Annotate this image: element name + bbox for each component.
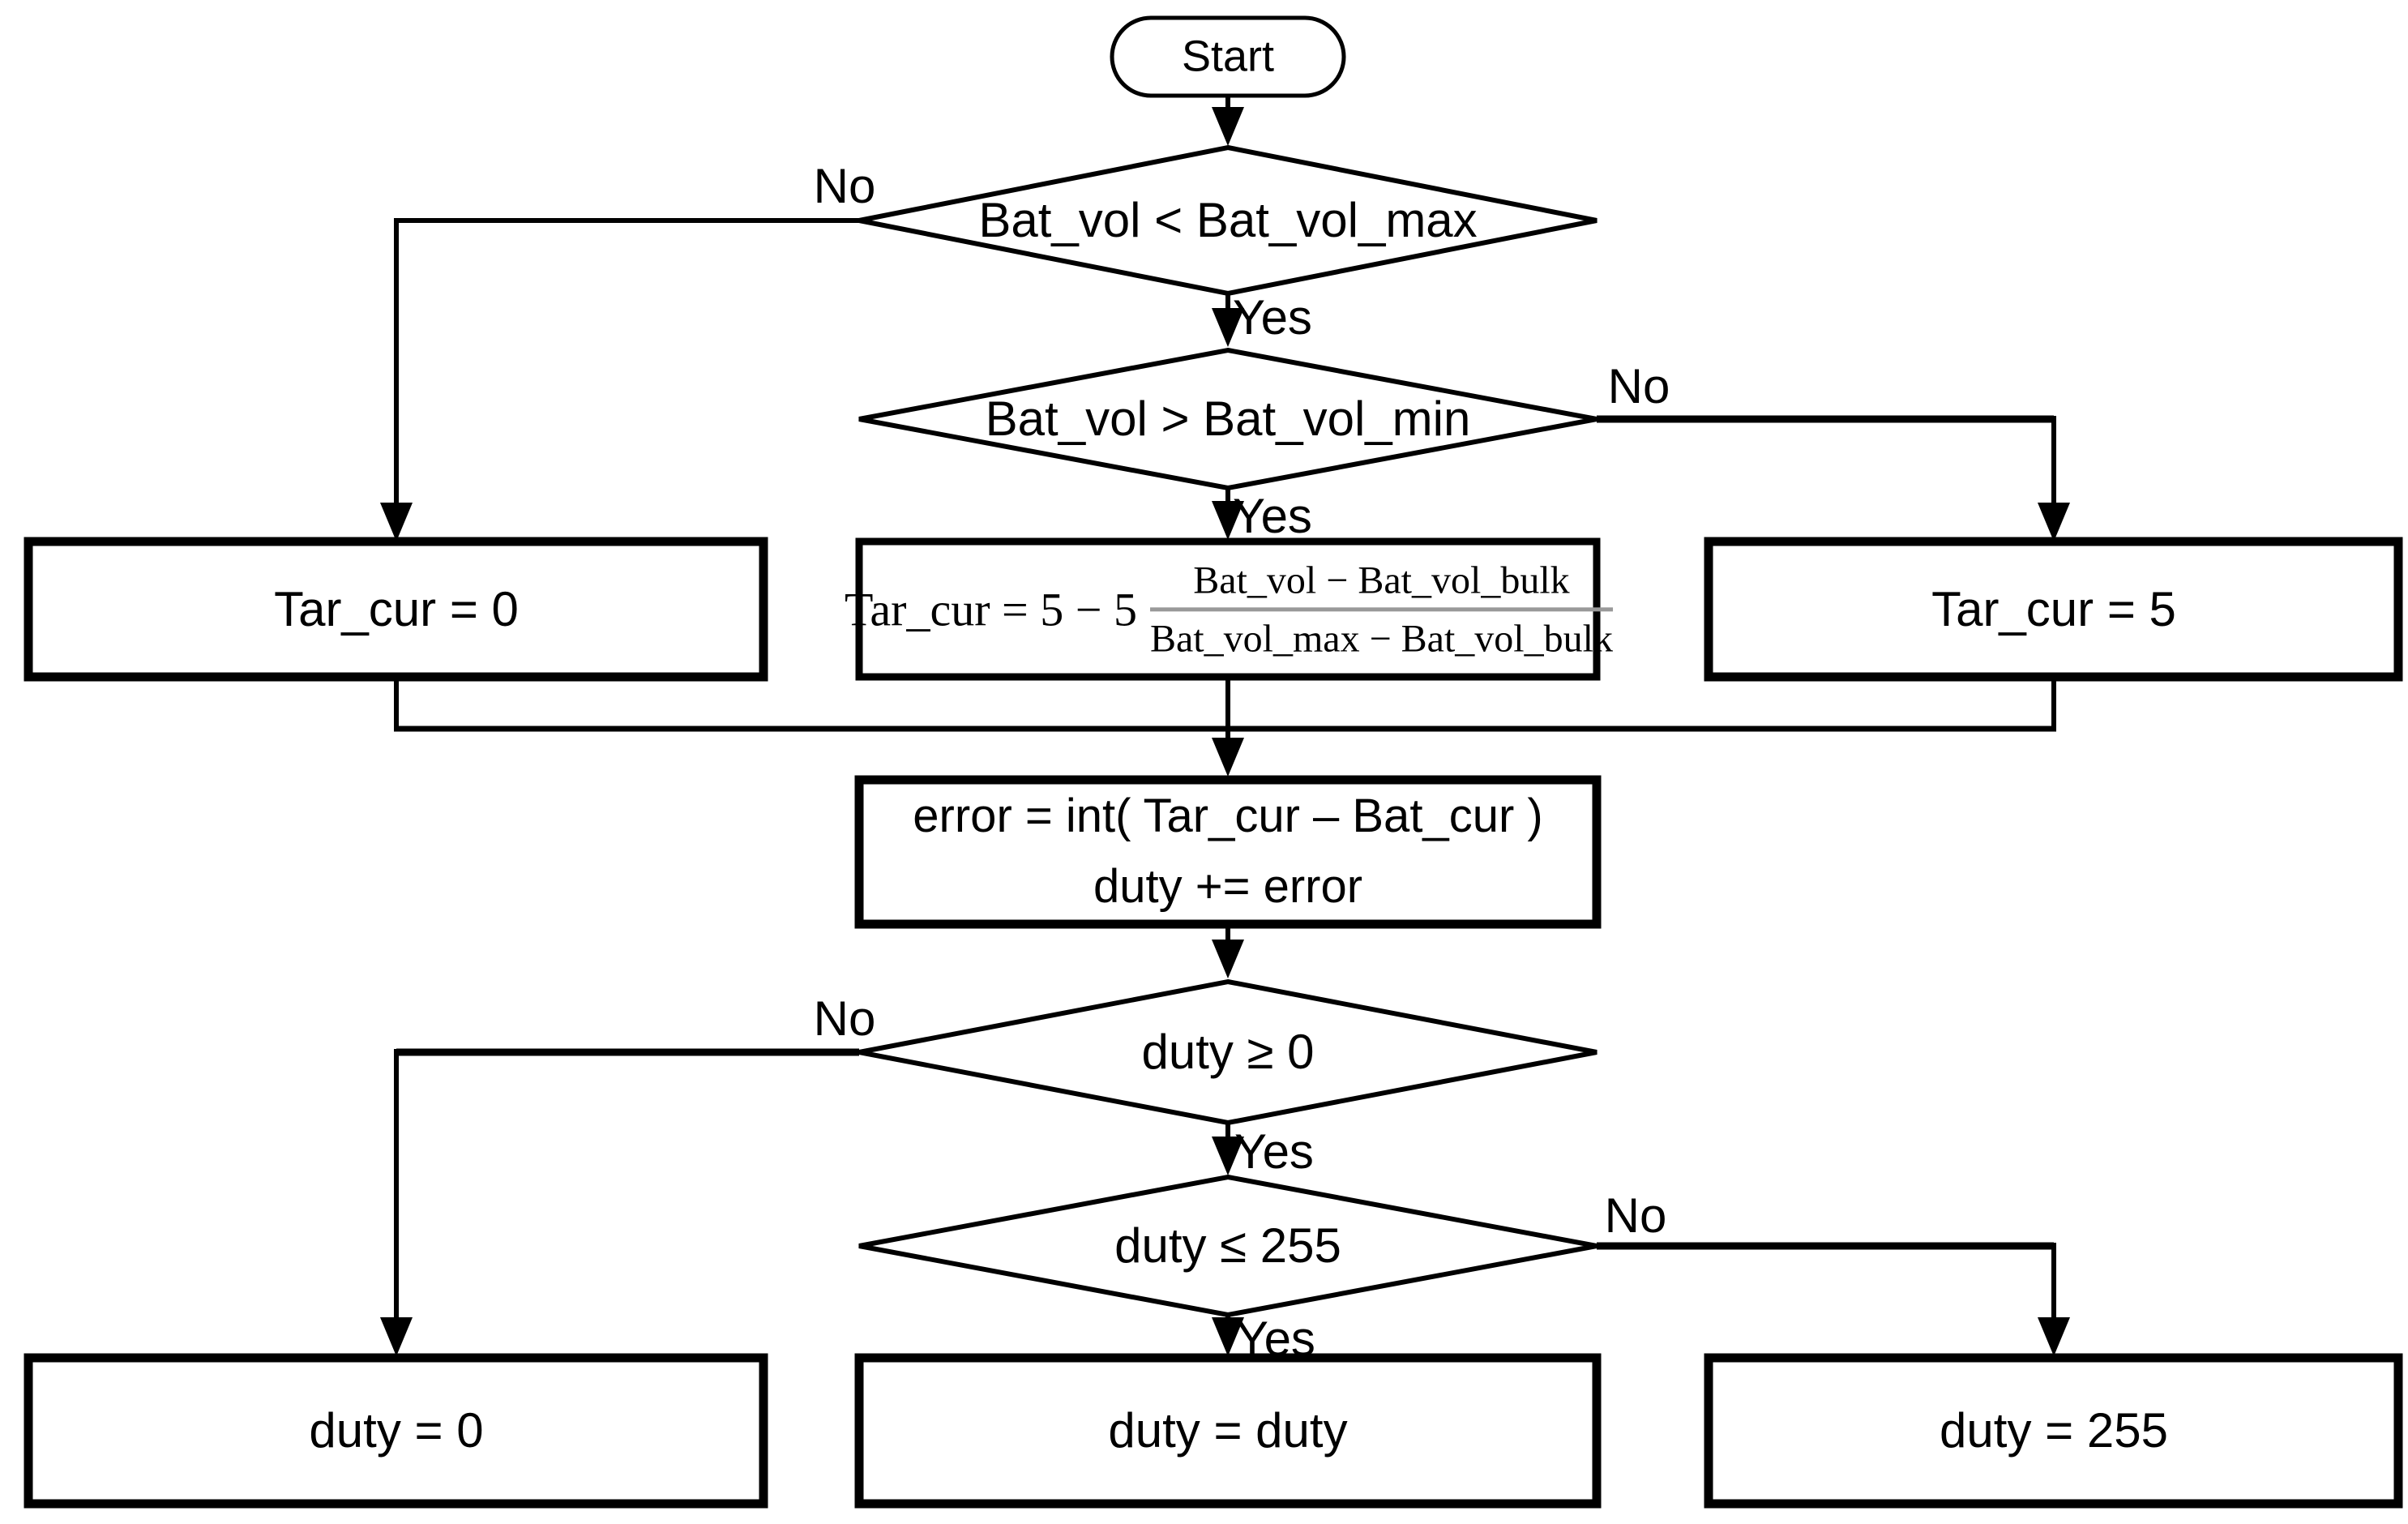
duty-max-label: duty = 255 <box>1940 1403 2168 1458</box>
arrowhead <box>2038 1317 2070 1356</box>
edge-label-d2-no: No <box>1607 359 1670 413</box>
error-update-label: error = int( Tar_cur – Bat_cur ) duty +=… <box>913 781 1542 922</box>
tar-cur-zero-label: Tar_cur = 0 <box>274 582 519 636</box>
start-node-label: Start <box>1181 32 1275 81</box>
tar-cur-five-shape <box>1704 537 2403 682</box>
formula-fraction: Bat_vol − Bat_vol_bulk Bat_vol_max − Bat… <box>1149 558 1613 661</box>
formula-numerator: Bat_vol − Bat_vol_bulk <box>1193 559 1570 602</box>
edge-label-d1-no: No <box>813 159 876 213</box>
duty-zero-label: duty = 0 <box>309 1403 484 1458</box>
edge-label-d4-yes: Yes <box>1236 1312 1315 1366</box>
duty-zero-shape <box>24 1353 768 1509</box>
duty-max-shape <box>1704 1353 2403 1509</box>
arrowhead <box>1212 308 1244 347</box>
duty-keep-shape <box>854 1353 1602 1509</box>
arrowhead <box>2038 503 2070 542</box>
fraction-bar <box>1149 607 1613 612</box>
edge-d1-no <box>394 218 859 509</box>
arrowhead <box>380 503 413 542</box>
edge-label-d4-no: No <box>1604 1188 1667 1243</box>
decision-duty-min-label: duty ≥ 0 <box>1141 1025 1315 1079</box>
edge-label-d3-yes: Yes <box>1234 1124 1314 1179</box>
error-update-shape <box>854 775 1602 929</box>
arrowhead <box>1212 1317 1244 1356</box>
edge-label-d1-yes: Yes <box>1233 290 1312 345</box>
arrowhead <box>380 1317 413 1356</box>
arrowhead <box>1212 1137 1244 1175</box>
arrowhead <box>1212 940 1244 978</box>
arrowhead <box>1212 501 1244 540</box>
formula-lhs: Tar_cur = 5 − 5 <box>845 583 1137 636</box>
error-update-line2: duty += error <box>1093 860 1363 913</box>
error-update-line1: error = int( Tar_cur – Bat_cur ) <box>913 790 1543 842</box>
tar-cur-five-label: Tar_cur = 5 <box>1931 582 2176 636</box>
tar-cur-zero-shape <box>24 537 768 682</box>
duty-keep-label: duty = duty <box>1108 1403 1348 1458</box>
edge-label-d2-yes: Yes <box>1233 489 1312 543</box>
edge-label-d3-no: No <box>813 991 876 1046</box>
decision-duty-max-label: duty ≤ 255 <box>1114 1218 1341 1273</box>
tar-cur-formula: Tar_cur = 5 − 5 Bat_vol − Bat_vol_bulk B… <box>845 558 1613 661</box>
decision-vol-min-label: Bat_vol > Bat_vol_min <box>985 392 1471 446</box>
decision-vol-max-label: Bat_vol < Bat_vol_max <box>978 193 1478 247</box>
arrowhead <box>1212 107 1244 146</box>
arrowhead <box>1212 738 1244 777</box>
formula-denominator: Bat_vol_max − Bat_vol_bulk <box>1149 617 1613 661</box>
